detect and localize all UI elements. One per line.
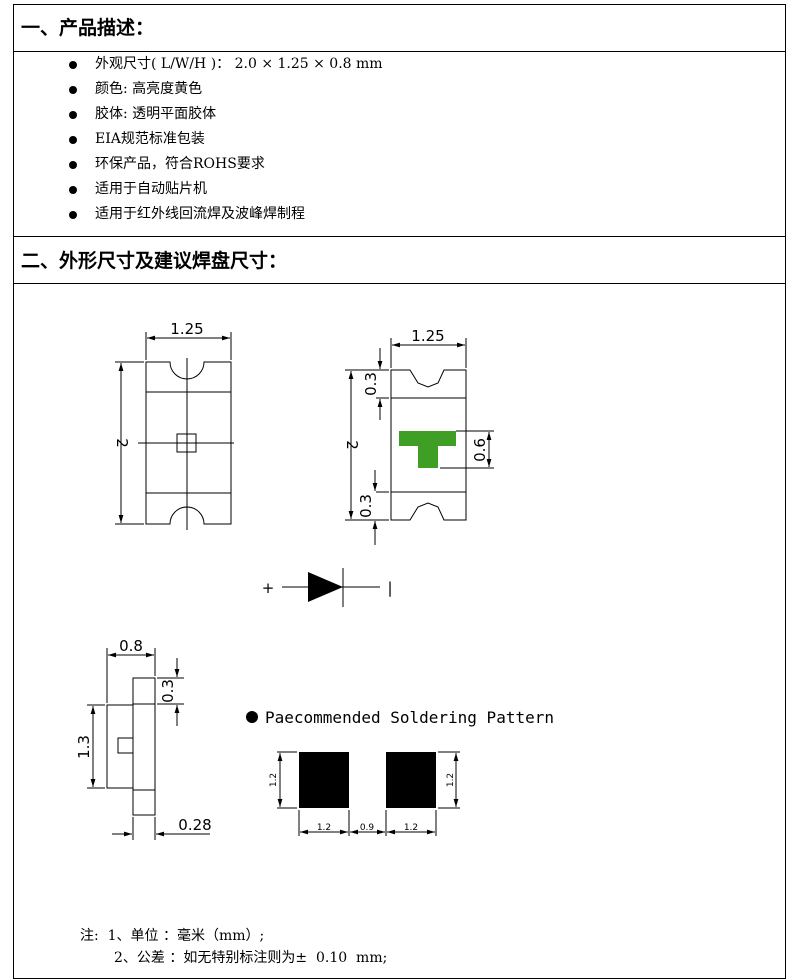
solder-pad-left — [299, 752, 349, 808]
top-view-drawing — [115, 332, 234, 530]
item-text: 胶体: 透明平面胶体 — [95, 106, 217, 122]
side-view-drawing — [87, 648, 210, 840]
soldering-pattern-dimensions — [277, 751, 460, 836]
bullet-icon — [69, 161, 77, 169]
list-item: 颜色: 高亮度黄色 — [13, 77, 786, 102]
pad-height-right-label: 1.2 — [446, 773, 456, 787]
diode-plus-label: + — [262, 579, 275, 597]
bullet-icon — [246, 711, 258, 723]
bottom-view-width-label: 1.25 — [411, 327, 444, 345]
top-view-length-label: 2 — [113, 438, 131, 448]
diode-minus-label: | — [387, 579, 392, 597]
pad-gap-label: 0.9 — [360, 823, 375, 833]
bullet-icon — [69, 136, 77, 144]
pad-width-right-label: 1.2 — [404, 823, 418, 833]
top-view-width-label: 1.25 — [170, 320, 203, 338]
item-text: EIA规范标准包装 — [95, 131, 205, 147]
item-text: 适用于自动贴片机 — [95, 181, 207, 197]
note-tolerance: 2、公差 ：如无特别标注则为± 0.10 mm; — [114, 950, 388, 966]
item-text: 外观尺寸( L/W/H )： 2.0 × 1.25 × 0.8 mm — [95, 56, 383, 72]
bottom-view-top-band-label: 0.3 — [362, 372, 380, 396]
bottom-view-mark-label: 0.6 — [471, 438, 489, 462]
diode-triangle-icon — [308, 572, 343, 602]
pad-height-left-label: 1.2 — [269, 773, 279, 787]
side-view-lead-label: 0.28 — [178, 816, 211, 834]
list-item: 适用于自动贴片机 — [13, 177, 786, 202]
solder-pad-right — [386, 752, 436, 808]
item-text: 颜色: 高亮度黄色 — [95, 81, 203, 97]
bullet-icon — [69, 211, 77, 219]
list-item: 外观尺寸( L/W/H )： 2.0 × 1.25 × 0.8 mm — [13, 52, 786, 77]
section-1-title: 一、产品描述： — [13, 4, 786, 52]
side-view-body-label: 1.3 — [75, 735, 93, 759]
bullet-icon — [69, 111, 77, 119]
list-item: 环保产品，符合ROHS要求 — [13, 152, 786, 177]
product-description-list: 外观尺寸( L/W/H )： 2.0 × 1.25 × 0.8 mm 颜色: 高… — [13, 52, 786, 227]
polarity-mark — [399, 431, 456, 468]
list-item: EIA规范标准包装 — [13, 127, 786, 152]
section-2-title: 二、外形尺寸及建议焊盘尺寸： — [13, 236, 786, 284]
side-view-band-label: 0.3 — [159, 679, 177, 703]
bottom-view-drawing — [345, 338, 494, 545]
bottom-view-length-label: 2 — [343, 440, 361, 450]
note-unit: 注: 1、单位 ：毫米（mm）; — [80, 928, 265, 944]
item-text: 适用于红外线回流焊及波峰焊制程 — [95, 206, 305, 222]
bullet-icon — [69, 86, 77, 94]
pad-width-left-label: 1.2 — [317, 823, 331, 833]
soldering-pattern-title: Paecommended Soldering Pattern — [265, 708, 554, 727]
item-text: 环保产品，符合ROHS要求 — [95, 156, 265, 172]
bottom-view-bottom-band-label: 0.3 — [357, 494, 375, 518]
bullet-icon — [69, 61, 77, 69]
notes: 注: 1、单位 ：毫米（mm）; 2、公差 ：如无特别标注则为± 0.10 mm… — [80, 925, 387, 969]
bullet-icon — [69, 186, 77, 194]
side-view-height-label: 0.8 — [119, 637, 143, 655]
list-item: 胶体: 透明平面胶体 — [13, 102, 786, 127]
list-item: 适用于红外线回流焊及波峰焊制程 — [13, 202, 786, 227]
